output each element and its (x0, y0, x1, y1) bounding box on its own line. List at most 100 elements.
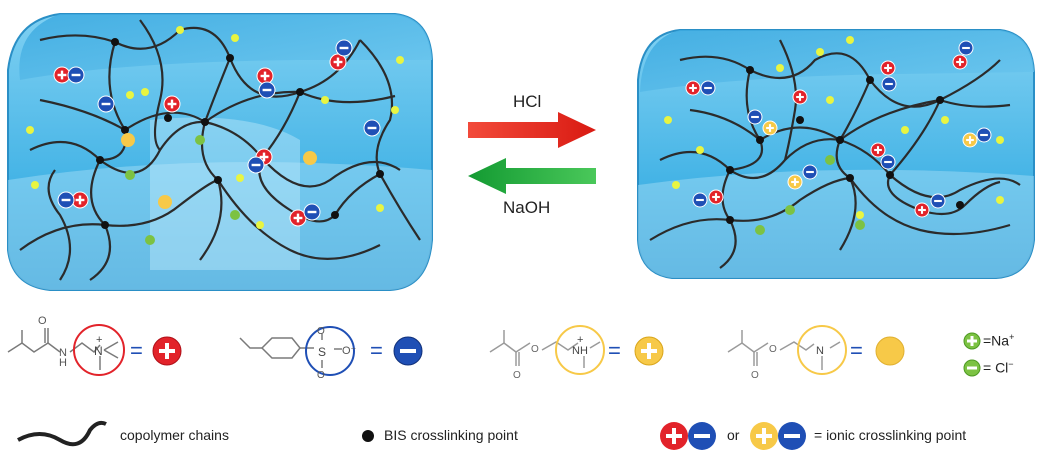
bis-crosslink-point (796, 116, 804, 124)
n-label-1: N (59, 347, 67, 359)
equals-3: = (608, 338, 621, 363)
small-ion (826, 96, 834, 104)
small-ion (126, 91, 134, 99)
cl-ion-label: = Cl− (983, 359, 1014, 376)
neutral-amine-symbol (875, 336, 905, 366)
cl-symbol (963, 359, 981, 377)
na-ion (855, 220, 865, 230)
structure-anionic-monomer (239, 326, 355, 376)
anion-symbol (393, 336, 423, 366)
ions-right (664, 36, 1004, 235)
oxygen-label-3a: O (513, 370, 521, 381)
bis-crosslink-point (756, 136, 764, 144)
small-ion (672, 181, 680, 189)
small-ion (26, 126, 34, 134)
structure-neutral-amine (727, 325, 847, 375)
small-ion (664, 116, 672, 124)
small-ion (256, 221, 264, 229)
ionic-crosslinking-label: = ionic crosslinking point (814, 427, 967, 443)
small-ion (996, 196, 1004, 204)
bis-crosslink-point (746, 66, 754, 74)
bis-crosslink-point (376, 170, 384, 178)
cation-ion-bar-v (714, 193, 718, 201)
small-ion (996, 136, 1004, 144)
bis-crosslinking-label: BIS crosslinking point (384, 427, 518, 443)
cation-ion-bar-v (876, 146, 880, 154)
bis-crosslink-point (726, 216, 734, 224)
neutral-amine-ion (158, 195, 172, 209)
cation-symbol (152, 336, 182, 366)
polymer-chain (39, 26, 361, 98)
oxygen-label-4a: O (751, 370, 759, 381)
small-ion (236, 174, 244, 182)
na-ion (125, 170, 135, 180)
small-ion (376, 204, 384, 212)
na-ion (755, 225, 765, 235)
cl-text: = Cl (983, 359, 1009, 376)
anion-ion-bar (251, 163, 261, 167)
anion-ion-bar (885, 82, 893, 86)
polymer-chain (679, 52, 1001, 108)
small-ion (141, 88, 149, 96)
bis-crosslink-point (846, 174, 854, 182)
bis-crosslink-point (726, 166, 734, 174)
protonated-symbol (634, 336, 664, 366)
bis-crosslink-point (111, 38, 119, 46)
anion-ion-bar (751, 115, 759, 119)
cation-ion-bar-v (691, 84, 695, 92)
bis-crosslink-point (936, 96, 944, 104)
oxygen-label-1: O (38, 315, 47, 327)
oxygen-label-4b: O (769, 344, 777, 355)
bis-crosslink-point (201, 118, 209, 126)
bis-crosslink-point (121, 126, 129, 134)
na-symbol (963, 332, 981, 350)
o-minus-label: O⁻ (342, 345, 357, 357)
cation-ion-bar-v (886, 64, 890, 72)
small-ion (391, 106, 399, 114)
cl-superscript: − (1008, 359, 1014, 369)
cation-ion-bar-v (60, 70, 64, 80)
backward-arrow (468, 158, 596, 194)
naoh-label: NaOH (503, 198, 551, 217)
cation-ion-bar-v (958, 58, 962, 66)
oxygen-label-2a: O (317, 326, 325, 337)
copolymer-chain-icon (17, 420, 107, 447)
small-ion (941, 116, 949, 124)
cation-ion-bar-v (170, 99, 174, 109)
anion-ion-bar (262, 88, 272, 92)
polymer-chain (359, 39, 421, 241)
polymer-chain (649, 176, 1011, 241)
polymer-chain (47, 169, 71, 281)
anion-ion-bar (980, 133, 988, 137)
sulfur-label: S (318, 345, 326, 359)
small-ion (231, 34, 239, 42)
na-ion (230, 210, 240, 220)
small-ion (396, 56, 404, 64)
equals-2: = (370, 338, 383, 363)
na-ion (825, 155, 835, 165)
bis-crosslink-point (164, 114, 172, 122)
anion-ion-bar (71, 73, 81, 77)
bis-crosslink-point (331, 211, 339, 219)
small-ion (901, 126, 909, 134)
cation-ion-bar-v (263, 71, 267, 81)
anion-ion-bar (339, 46, 349, 50)
small-ion (176, 26, 184, 34)
na-text: =Na (983, 332, 1010, 349)
small-ion (31, 181, 39, 189)
bis-crosslink-point (214, 176, 222, 184)
gel-left (7, 13, 433, 291)
bis-crosslink-point (866, 76, 874, 84)
bis-crosslink-point (296, 88, 304, 96)
bis-crosslink-point (836, 136, 844, 144)
small-ion (321, 96, 329, 104)
cation-ion-bar-v (262, 152, 266, 162)
small-ion (856, 211, 864, 219)
anion-ion-bar (61, 198, 71, 202)
bis-dot-icon (362, 430, 374, 442)
small-ion (846, 36, 854, 44)
ions-left (26, 26, 404, 245)
ionic-pair-yellow-blue (750, 422, 806, 450)
polymer-chain (835, 79, 872, 251)
